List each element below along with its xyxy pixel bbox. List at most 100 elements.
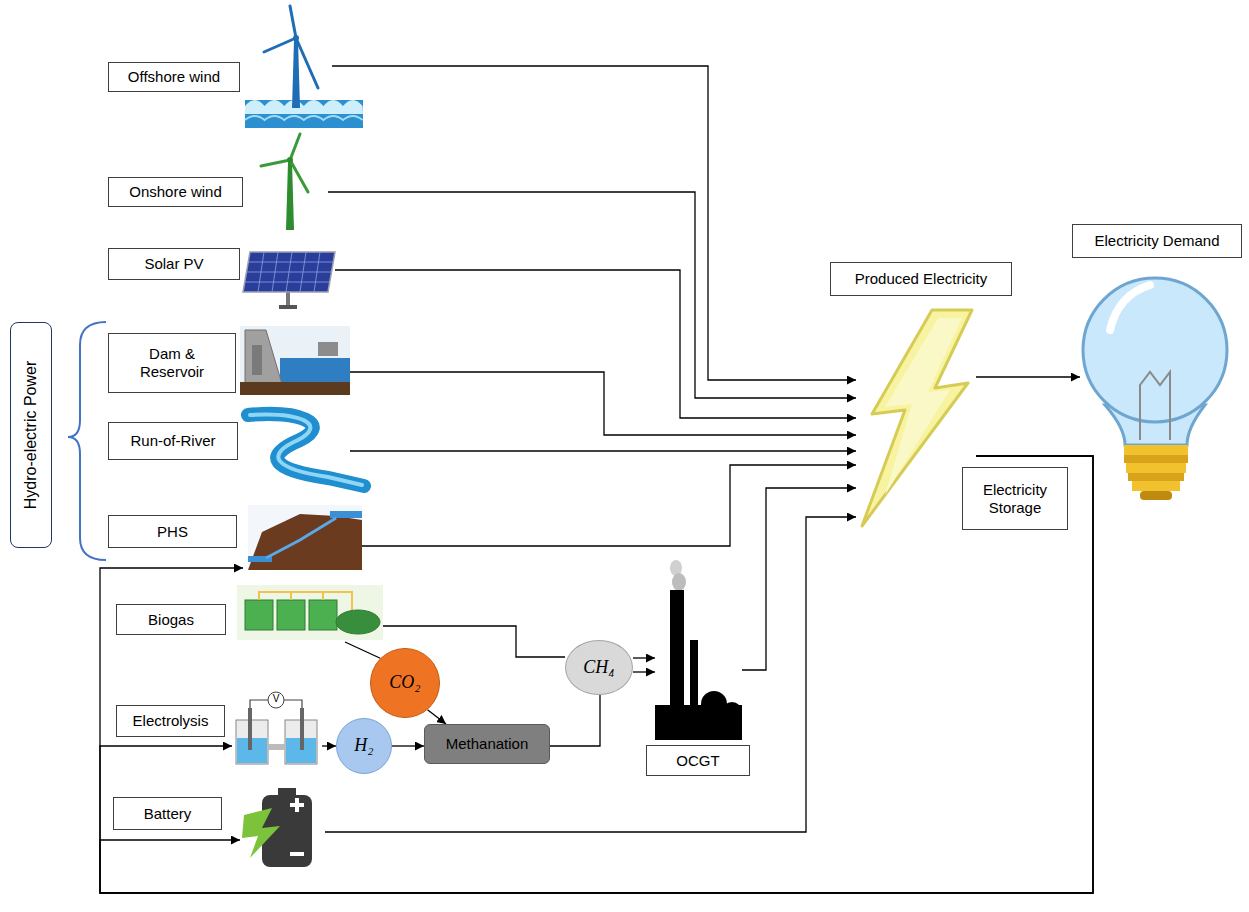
light-bulb xyxy=(1083,278,1227,500)
biogas-plant-icon-part xyxy=(245,600,273,630)
biogas-plant-icon-part xyxy=(277,600,305,630)
source-icon: Run-of-River xyxy=(242,412,350,488)
onshore-wind-icon-part xyxy=(261,160,290,166)
light-bulb-part xyxy=(1128,473,1184,481)
battery-icon-part xyxy=(295,798,299,812)
flow-arrow xyxy=(322,745,336,746)
label-box: PHS xyxy=(108,515,237,548)
flow-arrow xyxy=(100,456,1093,893)
offshore-wind-icon-part xyxy=(245,100,363,128)
label-box: Produced Electricity xyxy=(830,262,1012,296)
onshore-wind-icon xyxy=(261,134,308,230)
power-plant-icon-part xyxy=(690,640,698,705)
node-label: Produced Electricity xyxy=(855,270,988,288)
solar-panel-icon-part xyxy=(245,252,333,292)
storage-icon: Electrolysis xyxy=(232,697,322,768)
electrolysis-icon-part xyxy=(268,744,285,750)
dam-icon-part xyxy=(280,358,350,382)
hydro-brace xyxy=(68,322,106,560)
label-box: OCGT xyxy=(646,745,750,776)
river-icon-part xyxy=(250,415,362,485)
node-label: CO₂ xyxy=(389,672,420,694)
gas-circle: CH₄ xyxy=(565,640,633,695)
dam-icon-part xyxy=(240,382,350,395)
node-label: Run-of-River xyxy=(130,432,215,450)
node-label: CH₄ xyxy=(583,657,614,679)
flow-arrow xyxy=(976,376,1080,377)
label-box: Run-of-River xyxy=(108,422,238,460)
node-label: Battery xyxy=(144,805,192,823)
solar-panel-icon-part xyxy=(243,252,335,292)
flow-arrow xyxy=(332,66,856,380)
connector-group xyxy=(100,66,1093,893)
light-bulb-part xyxy=(1126,463,1186,473)
offshore-wind-icon-part xyxy=(264,38,296,52)
light-bulb-part xyxy=(1140,491,1172,500)
dam-icon-part xyxy=(318,342,338,356)
battery-icon-part xyxy=(242,808,280,858)
source-icon: Onshore wind xyxy=(258,132,328,230)
storage-box: Electricity Storage xyxy=(962,467,1068,530)
flow-arrow xyxy=(633,657,655,658)
offshore-wind-icon-part xyxy=(290,6,296,38)
biogas-plant-icon-part xyxy=(259,592,352,610)
flow-arrow xyxy=(362,465,856,546)
flow-arrow xyxy=(350,372,856,435)
electrolysis-icon-part xyxy=(268,692,284,708)
source-icon: Solar PV xyxy=(243,250,335,310)
river-icon xyxy=(248,414,364,486)
power-plant-icon-part xyxy=(670,590,684,705)
pumped-storage-icon-part xyxy=(330,511,362,518)
power-plant-icon xyxy=(655,560,742,740)
light-bulb-part xyxy=(1124,455,1188,463)
light-bulb-part xyxy=(1083,278,1227,422)
dam-icon-part xyxy=(245,330,282,384)
label-box: Onshore wind xyxy=(108,177,243,207)
label-box: Solar PV xyxy=(108,248,240,280)
onshore-wind-icon-part xyxy=(287,157,293,163)
storage-icon: Battery xyxy=(240,785,325,870)
flow-arrow xyxy=(742,488,856,670)
gas-circle: CO₂ xyxy=(370,648,440,718)
flow-arrow xyxy=(100,456,1093,893)
flow-arrow xyxy=(325,517,856,832)
river-icon-part xyxy=(248,414,364,486)
node-label: Hydro-electric Power xyxy=(21,361,40,509)
biogas-plant-icon xyxy=(237,585,383,640)
electrolysis-icon xyxy=(236,692,317,764)
flow-arrow xyxy=(345,642,380,658)
solar-panel-icon-part xyxy=(279,305,297,309)
process-box: Methanation xyxy=(424,724,550,764)
gas-circle: H₂ xyxy=(336,718,392,774)
label-box: Dam & Reservoir xyxy=(108,333,236,393)
electrolysis-icon-part xyxy=(248,708,252,750)
demand-bulb: Electricity Demand xyxy=(1080,270,1230,500)
solar-panel-icon-part xyxy=(286,292,290,307)
offshore-wind-icon-part xyxy=(292,40,300,108)
onshore-wind-icon-part xyxy=(290,134,300,160)
solar-panel-icon xyxy=(243,252,335,309)
flow-arrow xyxy=(427,710,446,724)
flow-arrow xyxy=(328,192,856,398)
label-box: Offshore wind xyxy=(108,62,240,92)
flow-arrow xyxy=(335,270,856,418)
label-box: Electrolysis xyxy=(116,705,225,737)
onshore-wind-icon-part xyxy=(290,160,308,192)
voltmeter-label: V xyxy=(268,694,284,704)
light-bulb-part xyxy=(1132,481,1180,491)
label-box: Biogas xyxy=(116,604,226,635)
offshore-wind-icon xyxy=(245,6,363,128)
node-label: OCGT xyxy=(676,752,719,770)
node-label: Solar PV xyxy=(144,255,203,273)
biogas-plant-icon-part xyxy=(237,585,383,640)
flow-arrow xyxy=(100,456,1093,893)
plant-icon: OCGT xyxy=(655,560,742,740)
offshore-wind-icon-part xyxy=(245,100,363,114)
dam-icon-part xyxy=(252,345,262,375)
flow-arrow xyxy=(350,450,856,451)
onshore-wind-icon-part xyxy=(286,162,294,230)
power-plant-icon-part xyxy=(655,705,742,740)
flow-arrow xyxy=(392,745,424,746)
node-label: Electrolysis xyxy=(133,712,209,730)
